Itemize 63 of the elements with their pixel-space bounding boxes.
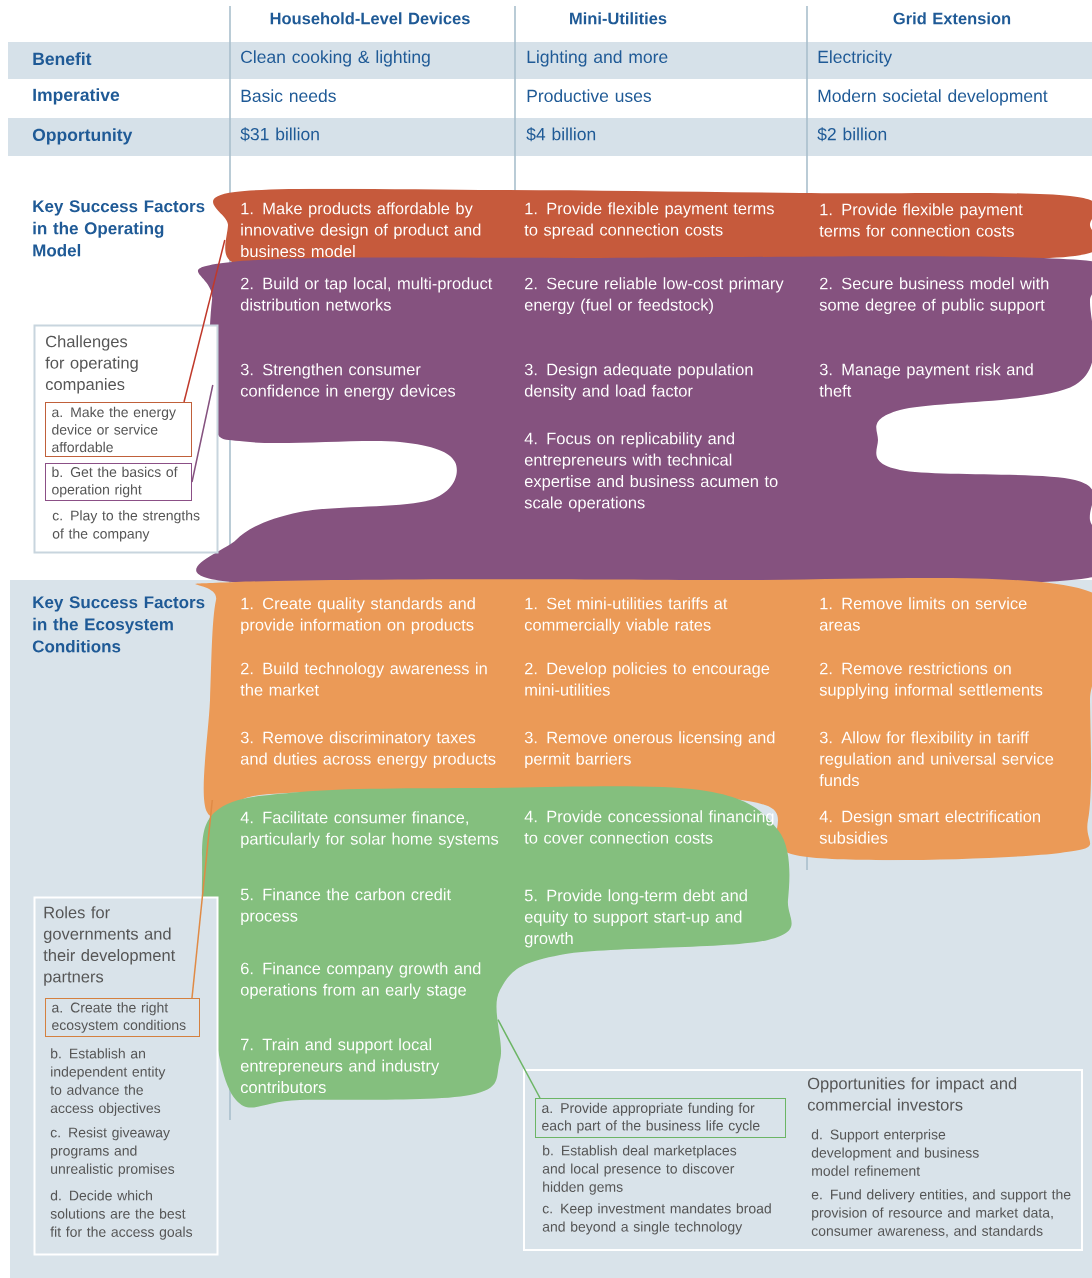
table-cell: Clean cooking & lighting bbox=[241, 50, 430, 67]
list-item: 4. Design smart electrification subsidies bbox=[819, 810, 1040, 844]
table-cell: Modern societal development bbox=[818, 89, 1048, 106]
list-item: 2. Develop policies to encourage mini-utilities bbox=[525, 662, 770, 696]
list-item: 3. Design adequate population density and load factor bbox=[524, 363, 753, 400]
list-item: e. Fund delivery entities, and support the provision of resource and market data, consumer awareness, and standards bbox=[811, 1189, 1071, 1238]
list-item: 3. Remove onerous licensing and permit barriers bbox=[524, 731, 775, 768]
leader-line bbox=[497, 1018, 541, 1099]
section-heading: Key Success Factors in the Operating Model bbox=[33, 200, 205, 257]
list-item: 2. Build technology awareness in the market bbox=[240, 662, 487, 696]
leader-line bbox=[191, 799, 214, 999]
list-item: 2. Secure reliable low-cost primary energy (fuel or feedstock) bbox=[524, 277, 784, 314]
box-heading: Roles for governments and their development partners bbox=[43, 906, 176, 986]
list-item: 1. Provide flexible payment terms for connection costs bbox=[819, 203, 1023, 237]
box-heading: Opportunities for impact and commercial investors bbox=[807, 1077, 1017, 1111]
column-header: Mini-Utilities bbox=[570, 12, 667, 25]
list-item: c. Keep investment mandates broad and beyond a single technology bbox=[542, 1203, 771, 1235]
row-header: Imperative bbox=[33, 88, 120, 105]
list-item: 7. Train and support local entrepreneurs and industry contributors bbox=[240, 1038, 440, 1094]
column-header: Household-Level Devices bbox=[270, 12, 470, 25]
column-header: Grid Extension bbox=[893, 12, 1011, 25]
list-item: 5. Finance the carbon credit process bbox=[240, 888, 451, 925]
list-item: 4. Focus on replicability and entrepreneurs with technical expertise and business acumen to scale operations bbox=[524, 432, 778, 512]
list-item: 1. Set mini-utilities tariffs at commercially viable rates bbox=[524, 597, 728, 634]
list-item: d. Support enterprise development and business model refinement bbox=[811, 1129, 979, 1176]
leader-line bbox=[183, 239, 226, 403]
highlighted-item: a. Create the right ecosystem conditions bbox=[45, 998, 200, 1037]
list-item: 1. Provide flexible payment terms to spread connection costs bbox=[524, 202, 774, 239]
row-header: Benefit bbox=[33, 52, 92, 66]
table-cell: $4 billion bbox=[526, 127, 596, 142]
list-item: 5. Provide long-term debt and equity to support start-up and growth bbox=[524, 889, 747, 948]
callout-box bbox=[33, 896, 219, 1256]
list-item: 6. Finance company growth and operations from an early stage bbox=[240, 962, 481, 999]
table-cell: Electricity bbox=[818, 50, 893, 67]
table-cell: Lighting and more bbox=[527, 50, 668, 67]
highlighted-item: a. Provide appropriate funding for each part of the business life cycle bbox=[535, 1098, 786, 1138]
callout-box bbox=[523, 1069, 1083, 1251]
highlighted-item: b. Get the basics of operation right bbox=[45, 463, 192, 501]
list-item: 2. Build or tap local, multi-product distribution networks bbox=[240, 277, 493, 311]
section-heading: Key Success Factors in the Ecosystem Conditions bbox=[32, 596, 205, 653]
list-item: 2. Secure business model with some degree of public support bbox=[819, 277, 1049, 314]
table-cell: Productive uses bbox=[527, 89, 652, 103]
table-cell: $2 billion bbox=[817, 127, 887, 142]
list-item: c. Play to the strengths of the company bbox=[52, 510, 200, 542]
callout-box bbox=[33, 324, 219, 554]
list-item: 4. Facilitate consumer finance, particularly for solar home systems bbox=[240, 811, 499, 848]
list-item: 1. Make products affordable by innovative design of product and business model bbox=[241, 202, 481, 258]
list-item: d. Decide which solutions are the best fit for the access goals bbox=[50, 1190, 193, 1240]
row-header: Opportunity bbox=[32, 128, 133, 145]
list-item: b. Establish an independent entity to advance the access objectives bbox=[50, 1048, 166, 1116]
list-item: 1. Create quality standards and provide information on products bbox=[241, 597, 475, 634]
list-item: 1. Remove limits on service areas bbox=[819, 597, 1027, 631]
list-item: 3. Strengthen consumer confidence in energy devices bbox=[240, 363, 456, 400]
list-item: c. Resist giveaway programs and unrealistic promises bbox=[50, 1127, 175, 1177]
highlighted-item: a. Make the energy device or service affordable bbox=[45, 402, 192, 457]
list-item: 3. Manage payment risk and theft bbox=[819, 363, 1033, 397]
table-cell: Basic needs bbox=[241, 89, 336, 103]
table-cell: $31 billion bbox=[240, 127, 319, 142]
list-item: 3. Allow for flexibility in tariff regulation and universal service funds bbox=[819, 731, 1054, 787]
list-item: 3. Remove discriminatory taxes and duties across energy products bbox=[240, 731, 496, 768]
box-heading: Challenges for operating companies bbox=[45, 335, 138, 394]
leader-line bbox=[191, 384, 214, 483]
list-item: 2. Remove restrictions on supplying informal settlements bbox=[819, 662, 1043, 699]
